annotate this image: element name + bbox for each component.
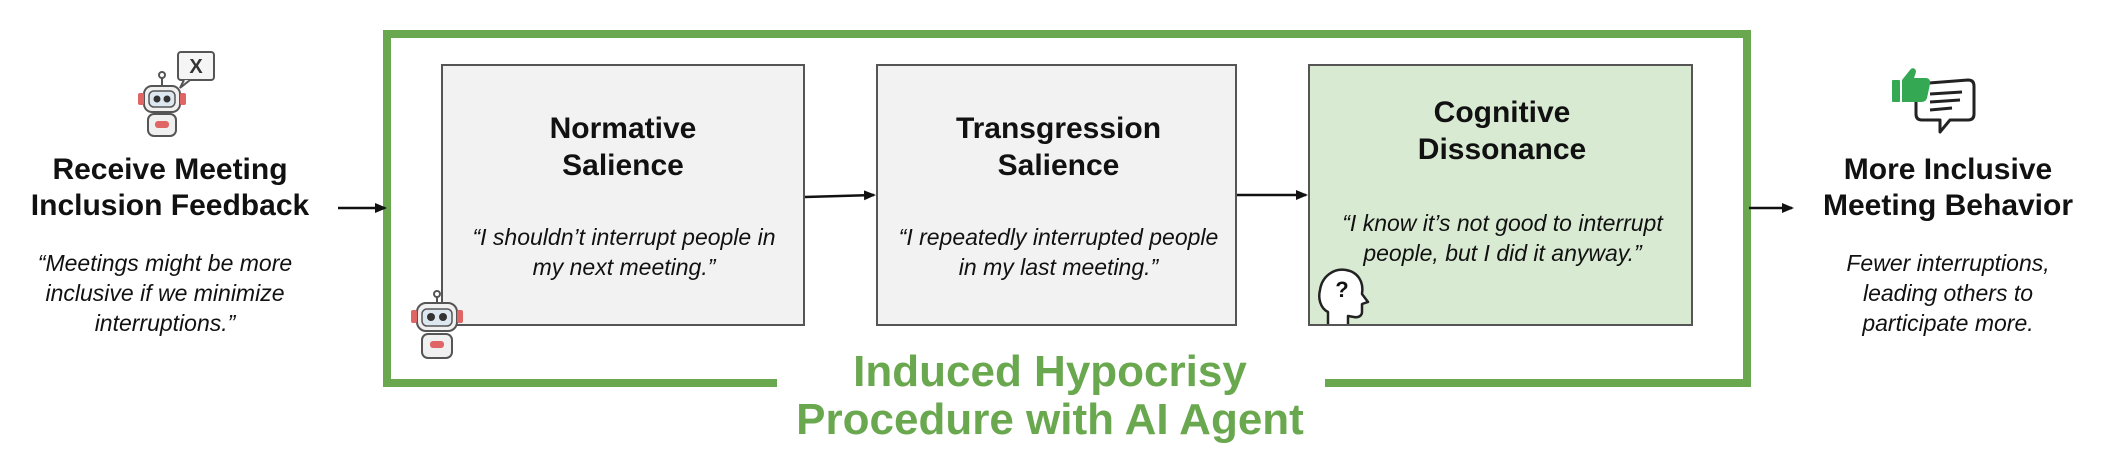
- feedback-title: Receive Meeting Inclusion Feedback: [10, 152, 330, 224]
- robot-feedback-icon: X: [138, 51, 215, 137]
- cognitive-dissonance-title: Cognitive Dissonance: [1417, 96, 1587, 166]
- feedback-quote: “Meetings might be more inclusive if we …: [37, 250, 293, 336]
- robot-agent-icon: [411, 290, 463, 359]
- normative-salience-title: Normative Salience: [549, 112, 697, 182]
- transgression-salience-box: Transgression Salience “I repeatedly int…: [876, 64, 1237, 326]
- procedure-frame: [383, 30, 1751, 387]
- behavior-description: Fewer interruptions, leading others to p…: [1846, 250, 2050, 336]
- thinking-head-icon: ?: [1318, 268, 1370, 324]
- feedback-title-line2: Inclusion Feedback: [30, 189, 310, 222]
- behavior-title-line2: Meeting Behavior: [1822, 189, 2074, 222]
- cognitive-dissonance-box: Cognitive Dissonance “I know it’s not go…: [1308, 64, 1693, 326]
- procedure-title: Induced Hypocrisy Procedure with AI Agen…: [750, 348, 1350, 444]
- behavior-title: More Inclusive Meeting Behavior: [1798, 152, 2098, 224]
- bubble-x-mark: X: [189, 56, 203, 78]
- procedure-title-line2: Procedure with AI Agent: [796, 395, 1304, 444]
- arrow-normative-to-transgression: [804, 190, 876, 201]
- transgression-salience-title: Transgression Salience: [955, 112, 1162, 182]
- question-mark: ?: [1335, 277, 1348, 302]
- thumbs-up-chat-icon: [1892, 68, 1976, 134]
- transgression-salience-quote: “I repeatedly interrupted people in my l…: [898, 224, 1219, 280]
- behavior-title-line1: More Inclusive: [1843, 153, 2053, 186]
- normative-salience-quote: “I shouldn’t interrupt people in my next…: [472, 224, 776, 280]
- cognitive-dissonance-quote: “I know it’s not good to interrupt peopl…: [1342, 210, 1663, 266]
- feedback-title-line1: Receive Meeting: [52, 153, 288, 186]
- normative-salience-box: Normative Salience “I shouldn’t interrup…: [441, 64, 805, 326]
- procedure-title-line1: Induced Hypocrisy: [853, 347, 1247, 396]
